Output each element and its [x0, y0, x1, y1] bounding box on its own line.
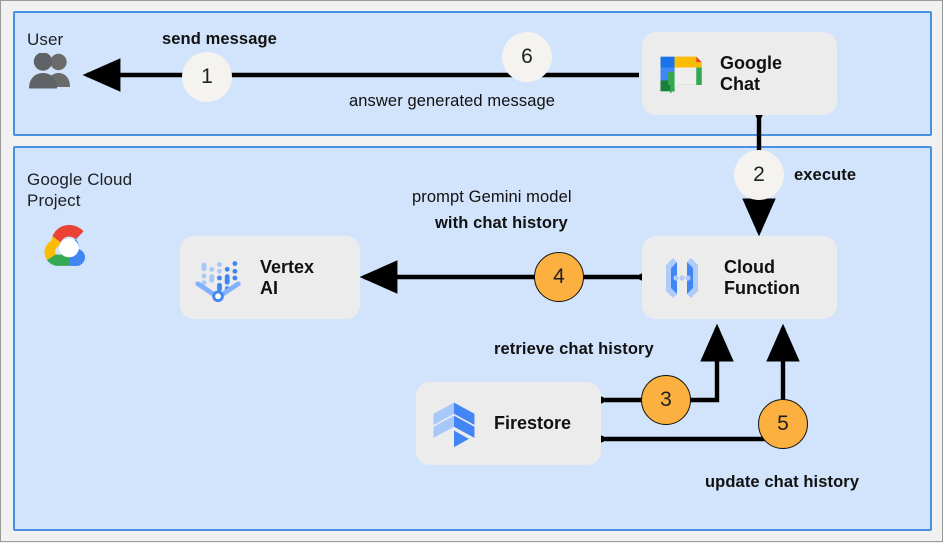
step-badge-1[interactable]: 1 [182, 52, 232, 102]
google-chat-icon [654, 48, 706, 100]
google-cloud-icon [39, 223, 99, 271]
firestore-icon [428, 398, 480, 450]
edge-label-update-chat-history: update chat history [705, 473, 860, 491]
panel-user-title: User [27, 30, 64, 49]
users-group-icon [25, 52, 77, 89]
node-vertex-ai-label: Vertex AI [260, 256, 315, 298]
panel-gcp-title: Google Cloud Project [27, 170, 133, 210]
node-google-chat[interactable]: Google Chat [642, 32, 837, 115]
edge-label-answer-generated-message: answer generated message [349, 92, 556, 110]
step-badge-5[interactable]: 5 [758, 399, 808, 449]
node-google-chat-label: Google Chat [720, 52, 782, 94]
node-firestore[interactable]: Firestore [416, 382, 601, 465]
step-badge-6[interactable]: 6 [502, 32, 552, 82]
cloud-function-icon [654, 254, 710, 302]
edge-label-retrieve-chat-history: retrieve chat history [494, 340, 654, 358]
node-cloud-function-label: Cloud Function [724, 256, 800, 298]
step-badge-2[interactable]: 2 [734, 150, 784, 200]
edge-label-send-message: send message [162, 30, 277, 48]
edge-label-with-chat-history: with chat history [435, 214, 568, 232]
step-badge-3[interactable]: 3 [641, 375, 691, 425]
node-firestore-label: Firestore [494, 413, 572, 433]
node-vertex-ai[interactable]: Vertex AI [180, 236, 360, 319]
node-cloud-function[interactable]: Cloud Function [642, 236, 837, 319]
step-badge-4[interactable]: 4 [534, 252, 584, 302]
vertex-ai-icon [192, 251, 246, 305]
edge-label-prompt-gemini-model: prompt Gemini model [412, 188, 572, 206]
edge-label-execute: execute [794, 166, 857, 184]
